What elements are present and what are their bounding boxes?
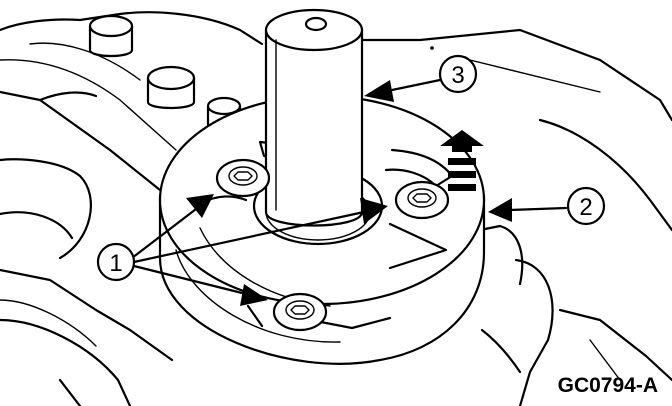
shaft [264,8,364,227]
casting-bosses [88,14,242,130]
callout-2-leader [488,198,568,222]
callout-1-leaders [130,194,388,306]
callout-3-leader [364,78,442,102]
callout-2: 2 [566,186,606,226]
callout-1-label: 1 [109,250,122,277]
callout-1: 1 [96,242,136,282]
screw-right [394,180,450,220]
callout-3-label: 3 [451,62,464,89]
removal-direction-arrow [440,130,484,191]
screw-upper-left [215,158,271,198]
screw-lower [272,292,328,332]
speck [430,46,434,50]
figure-code: GC0794-A [558,374,658,397]
callout-2-label: 2 [579,194,592,221]
callout-3: 3 [438,54,478,94]
housing-casting [0,11,672,406]
